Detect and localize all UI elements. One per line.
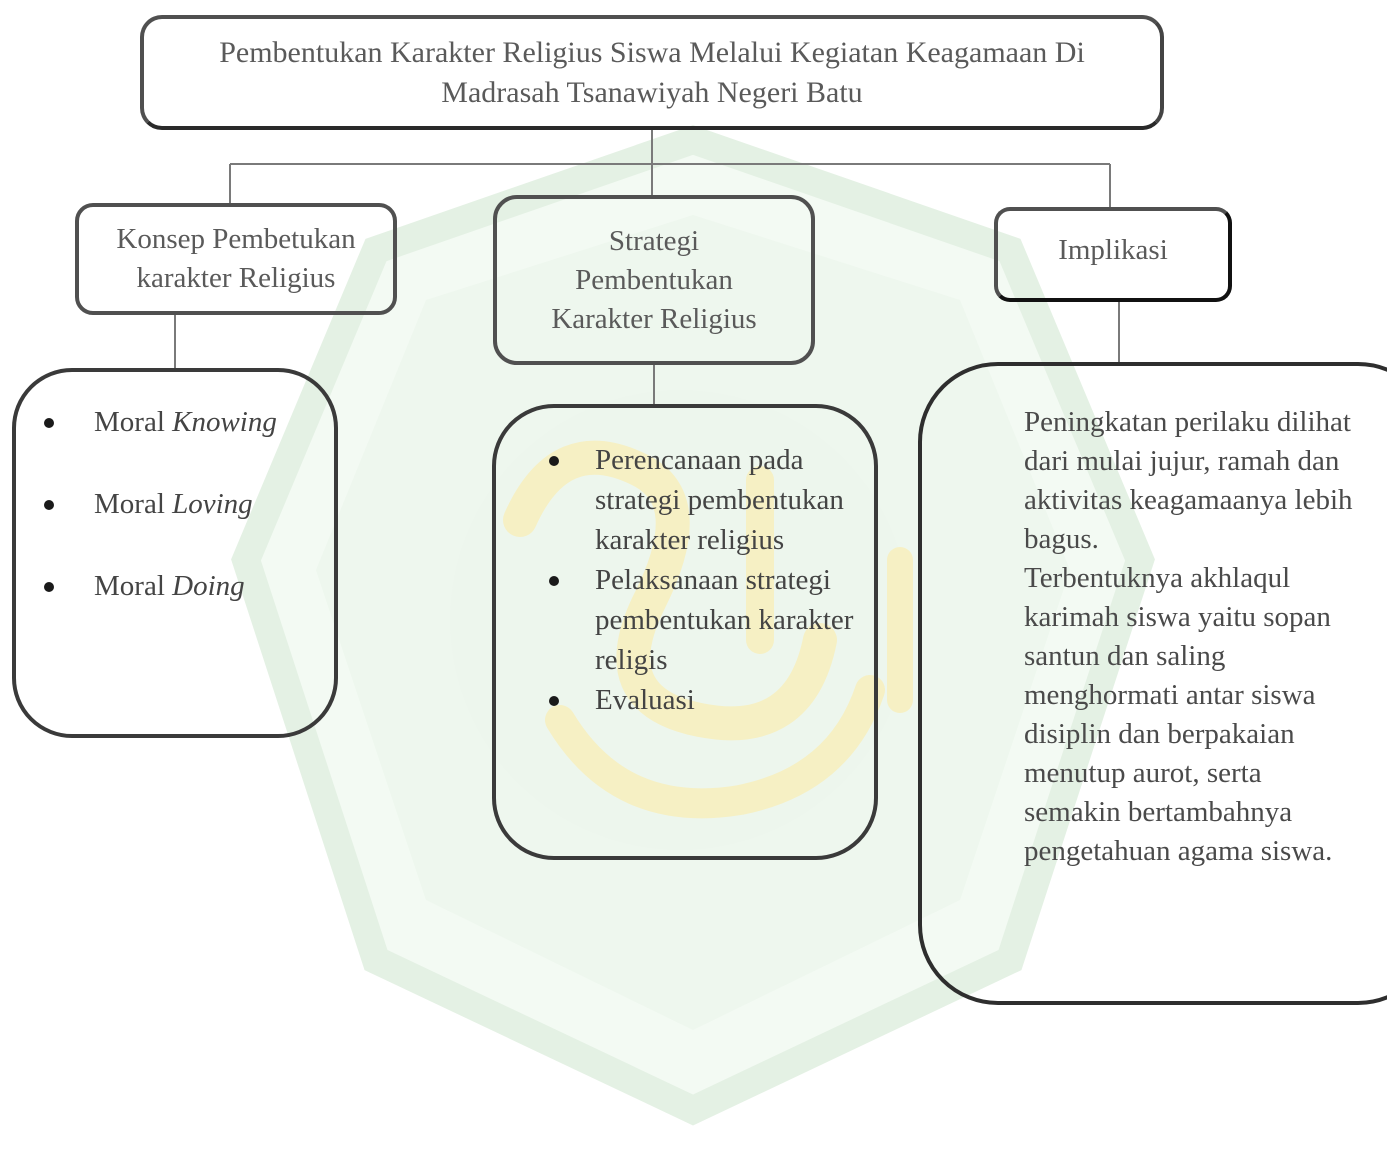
- item-text: Evaluasi: [595, 684, 695, 716]
- strategy-item-list: Perencanaan pada strategi pembentukan ka…: [549, 440, 855, 720]
- list-item: Perencanaan pada strategi pembentukan ka…: [549, 440, 855, 560]
- strategy-detail-box: Perencanaan pada strategi pembentukan ka…: [492, 404, 878, 860]
- strategy-label: Strategi Pembentukan Karakter Religius: [551, 224, 757, 335]
- item-term: Knowing: [172, 406, 277, 438]
- item-prefix: Moral: [94, 570, 165, 602]
- bullet-icon: [44, 582, 54, 592]
- root-title: Pembentukan Karakter Religius Siswa Mela…: [219, 35, 1085, 109]
- concept-node: Konsep Pembetukan karakter Religius: [75, 203, 397, 315]
- item-term: Loving: [172, 488, 253, 520]
- item-term: Doing: [172, 570, 245, 602]
- list-item: Evaluasi: [549, 680, 855, 720]
- bullet-icon: [44, 500, 54, 510]
- item-prefix: Moral: [94, 406, 165, 438]
- implication-paragraph: Terbentuknya akhlaqul karimah siswa yait…: [1024, 562, 1333, 867]
- strategy-node: Strategi Pembentukan Karakter Religius: [493, 195, 815, 365]
- bullet-icon: [549, 576, 559, 586]
- concept-label: Konsep Pembetukan karakter Religius: [116, 223, 356, 294]
- item-text: Pelaksanaan strategi pembentukan karakte…: [595, 564, 854, 676]
- item-text: Perencanaan pada strategi pembentukan ka…: [595, 444, 844, 556]
- bullet-icon: [549, 456, 559, 466]
- bullet-icon: [44, 418, 54, 428]
- root-node: Pembentukan Karakter Religius Siswa Mela…: [140, 15, 1164, 130]
- concept-detail-box: Moral Knowing Moral Loving Moral Doing: [12, 368, 338, 738]
- implication-text: Peningkatan perilaku dilihat dari mulai …: [1024, 403, 1364, 871]
- implication-label: Implikasi: [1058, 234, 1168, 266]
- concept-item-list: Moral Knowing Moral Loving Moral Doing: [44, 402, 277, 648]
- bullet-icon: [549, 696, 559, 706]
- list-item: Moral Doing: [44, 566, 277, 648]
- item-prefix: Moral: [94, 488, 165, 520]
- list-item: Pelaksanaan strategi pembentukan karakte…: [549, 560, 855, 680]
- list-item: Moral Loving: [44, 484, 277, 566]
- list-item: Moral Knowing: [44, 402, 277, 484]
- implication-node: Implikasi: [994, 207, 1232, 302]
- implication-paragraph: Peningkatan perilaku dilihat dari mulai …: [1024, 406, 1353, 555]
- implication-detail-box: Peningkatan perilaku dilihat dari mulai …: [918, 362, 1387, 1005]
